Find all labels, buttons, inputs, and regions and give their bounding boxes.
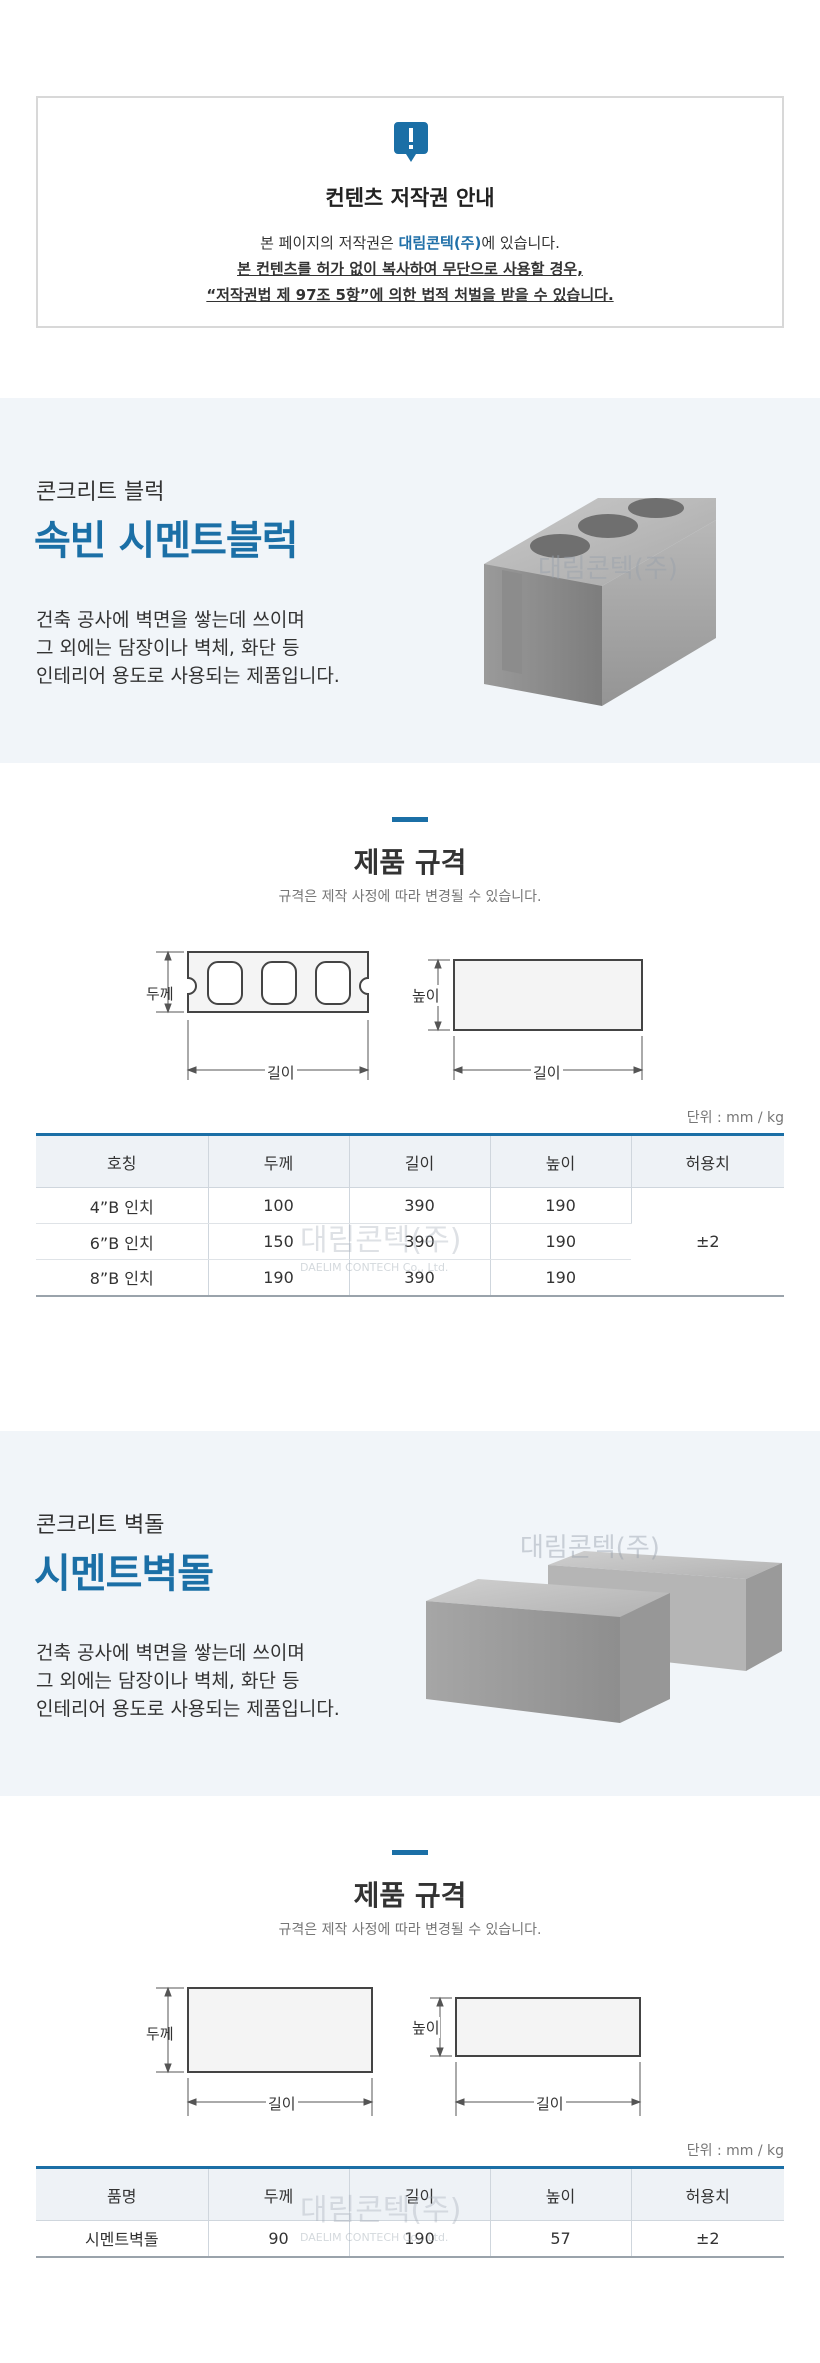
table-cell: 57 [490,2220,632,2258]
table-cell: 100 [208,1187,350,1224]
product-hero-hollow-block: 콘크리트 블럭 속빈 시멘트블럭 건축 공사에 벽면을 쌓는데 쓰이며 그 외에… [0,398,820,763]
product-category: 콘크리트 벽돌 [36,1513,165,1538]
cement-brick-diagram [156,1986,642,2116]
notice-line-1-suffix: 에 있습니다. [481,234,560,252]
length-label: 길이 [265,1062,297,1083]
table-row: 8”B 인치 190 390 190 [36,1259,784,1297]
height-label: 높이 [412,2017,440,2038]
table-cell: 6”B 인치 [36,1223,209,1260]
description-line: 인테리어 용도로 사용되는 제품입니다. [36,1698,340,1720]
table-header-row: 호칭 두께 길이 높이 허용치 [36,1134,784,1188]
table-header: 호칭 [36,1134,209,1188]
table-cell: ±2 [631,2220,784,2258]
table-header: 허용치 [631,1134,784,1188]
exclamation-icon [394,122,428,162]
product-category: 콘크리트 블럭 [36,480,165,505]
product-name: 시멘트벽돌 [34,1551,214,1597]
copyright-notice: 컨텐츠 저작권 안내 본 페이지의 저작권은 대림콘텍(주)에 있습니다. 본 … [36,96,784,328]
table-row: 4”B 인치 100 390 190 ±2 [36,1187,784,1297]
tolerance-cell: ±2 [631,1187,784,1297]
description-line: 건축 공사에 벽면을 쌓는데 쓰이며 [36,609,305,631]
spec-title: 제품 규격 [353,1879,467,1912]
table-cell: 시멘트벽돌 [36,2220,209,2258]
table-cell: 150 [208,1223,350,1260]
length-label: 길이 [266,2093,298,2114]
table-header: 품명 [36,2167,209,2221]
table-cell: 190 [490,1223,631,1260]
hollow-block-diagram [156,950,644,1080]
description-line: 건축 공사에 벽면을 쌓는데 쓰이며 [36,1642,305,1664]
table-header: 길이 [349,2167,491,2221]
product-description: 건축 공사에 벽면을 쌓는데 쓰이며 그 외에는 담장이나 벽체, 화단 등 인… [36,1639,340,1723]
length-label: 길이 [534,2093,566,2114]
unit-label: 단위 : mm / kg [686,2143,784,2159]
table-header: 높이 [490,1134,632,1188]
table-header: 길이 [349,1134,491,1188]
hollow-block-image [484,498,716,706]
cement-brick-image [426,1551,782,1723]
table-header: 높이 [490,2167,632,2221]
notice-line-2: 본 컨텐츠를 허가 없이 복사하여 무단으로 사용할 경우, [237,260,583,278]
product-hero-cement-brick: 콘크리트 벽돌 시멘트벽돌 건축 공사에 벽면을 쌓는데 쓰이며 그 외에는 담… [0,1431,820,1796]
length-label: 길이 [531,1062,563,1083]
section-accent-bar [392,817,428,822]
table-cell: 90 [208,2220,350,2258]
table-row: 6”B 인치 150 390 190 [36,1223,784,1260]
spec-title: 제품 규격 [353,846,467,879]
table-cell: 390 [349,1187,491,1224]
notice-title: 컨텐츠 저작권 안내 [325,186,495,210]
section-accent-bar [392,1850,428,1855]
table-cell: 190 [490,1259,631,1297]
company-name: 대림콘텍(주) [398,234,482,252]
description-line: 그 외에는 담장이나 벽체, 화단 등 [36,637,300,659]
unit-label: 단위 : mm / kg [686,1110,784,1126]
table-cell: 4”B 인치 [36,1187,209,1224]
spec-table-hollow-block: 호칭 두께 길이 높이 허용치 4”B 인치 100 390 190 ±2 6”… [36,1133,784,1297]
spec-note: 규격은 제작 사정에 따라 변경될 수 있습니다. [278,889,542,905]
table-header: 두께 [208,2167,350,2221]
table-cell: 390 [349,1223,491,1260]
table-header-row: 품명 두께 길이 높이 허용치 [36,2167,784,2221]
table-cell: 8”B 인치 [36,1259,209,1297]
product-name: 속빈 시멘트블럭 [34,518,299,564]
description-line: 그 외에는 담장이나 벽체, 화단 등 [36,1670,300,1692]
description-line: 인테리어 용도로 사용되는 제품입니다. [36,665,340,687]
spec-note: 규격은 제작 사정에 따라 변경될 수 있습니다. [278,1922,542,1938]
table-header: 허용치 [631,2167,784,2221]
table-cell: 190 [349,2220,491,2258]
table-cell: 390 [349,1259,491,1297]
table-header: 두께 [208,1134,350,1188]
notice-line-1: 본 페이지의 저작권은 대림콘텍(주)에 있습니다. [38,232,782,253]
notice-line-1-prefix: 본 페이지의 저작권은 [260,234,399,252]
product-description: 건축 공사에 벽면을 쌓는데 쓰이며 그 외에는 담장이나 벽체, 화단 등 인… [36,606,340,690]
height-label: 높이 [412,985,440,1006]
thickness-label: 두께 [146,985,174,1003]
notice-line-3: “저작권법 제 97조 5항”에 의한 법적 처벌을 받을 수 있습니다. [206,286,614,304]
table-cell: 190 [490,1187,632,1224]
table-row: 시멘트벽돌 90 190 57 ±2 [36,2220,784,2258]
table-cell: 190 [208,1259,350,1297]
spec-table-cement-brick: 품명 두께 길이 높이 허용치 시멘트벽돌 90 190 57 ±2 [36,2166,784,2258]
thickness-label: 두께 [146,2025,174,2043]
